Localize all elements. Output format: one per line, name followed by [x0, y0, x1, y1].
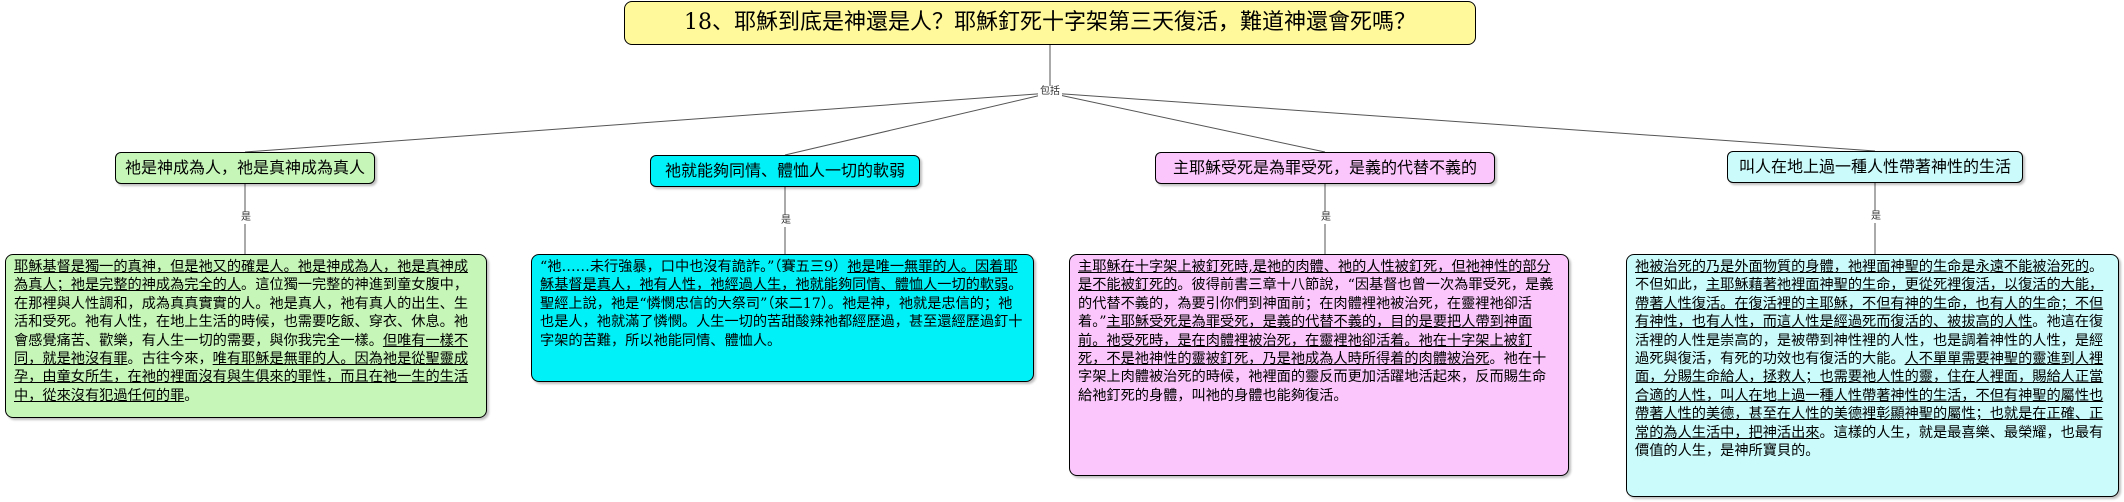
description-text-segment: “祂……未行強暴，口中也沒有詭詐。”（賽五三9） — [540, 259, 848, 275]
branch-4-connector-label: 是 — [1869, 211, 1883, 223]
description-text-segment: 祂是唯一無罪的人。因着耶穌基督是真人，祂有人性，祂經過人生，祂就能夠同情、體恤人… — [540, 259, 1018, 294]
branch-4-description: 祂被治死的乃是外面物質的身體，祂裡面神聖的生命是永遠不能被治死的。不但如此，主耶… — [1626, 254, 2119, 497]
branch-1-title: 祂是神成為人，祂是真神成為真人 — [115, 152, 375, 184]
description-text-segment: 主耶穌受死是為罪受死，是義的代替不義的，目的是要把人帶到神面前。祂受死時，是在肉… — [1078, 314, 1533, 368]
description-text-segment: 。聖經上說，祂是“憐憫忠信的大祭司”（來二17）。祂是神，祂就是忠信的；祂也是人… — [540, 277, 1023, 349]
main-question-title: 18、耶穌到底是神還是人？耶穌釘死十字架第三天復活，難道神還會死嗎？ — [624, 1, 1476, 45]
branch-2-description: “祂……未行強暴，口中也沒有詭詐。”（賽五三9）祂是唯一無罪的人。因着耶穌基督是… — [531, 254, 1034, 382]
branch-1-connector-label: 是 — [239, 212, 253, 224]
link-branch-1 — [244, 92, 1051, 153]
branch-1-description: 耶穌基督是獨一的真神，但是祂又的確是人。祂是神成為人，祂是真神成為真人；祂是完整… — [5, 254, 487, 418]
description-text-segment: 。在復活裡的主耶穌，不但有神的生命，也有人的生命；不但有神性，也有人性，而這人性… — [1635, 295, 2104, 331]
description-text-segment: 人不單單需要神聖的靈進到人裡面，分賜生命給人，拯救人；也需要祂人性的靈，住在人裡… — [1635, 351, 2104, 441]
description-text-segment: 。彼得前書三章十八節說，“因基督也曾一次為罪受死，是義的代替不義的，為要引你們到… — [1078, 277, 1554, 331]
link-branch-4 — [1049, 92, 1876, 152]
description-text-segment: 。這樣的人生，就是最喜樂、最榮耀，也最有價值的人生，是神所寶貝的。 — [1635, 424, 2104, 460]
link-branch-2 — [784, 92, 1051, 156]
description-text-segment: 主耶穌藉著祂裡面神聖的生命，更從死裡復活，以復活的大能，帶著人性復活 — [1635, 277, 2104, 312]
description-text-segment: 。 — [184, 387, 199, 404]
description-text-segment: 。古往今來， — [127, 351, 213, 368]
description-text-segment: 。這位獨一完整的神進到童女腹中，在那裡與人性調和，成為真真實實的人。祂是真人，祂… — [14, 277, 469, 349]
branch-3-title: 主耶穌受死是為罪受死，是義的代替不義的 — [1155, 152, 1495, 184]
description-text-segment: 。祂在十字架上肉體被治死的時候，祂裡面的靈反而更加活躍地活起來，反而賜生命給祂釘… — [1078, 351, 1547, 404]
branch-4-title: 叫人在地上過一種人性帶著神性的生活 — [1727, 151, 2023, 183]
description-text-segment: 祂被治死的乃是外面物質的身體，祂裡面神聖的生命是永遠不能被治死的 — [1635, 259, 2090, 275]
description-text-segment: 。祂這在復活裡的人性是崇高的，是被帶到神性裡的人性，也是調着神性的人性，是經過死… — [1635, 314, 2104, 368]
branch-2-connector-label: 是 — [779, 215, 793, 227]
branch-2-title: 祂就能夠同情、體恤人一切的軟弱 — [650, 155, 920, 187]
description-text-segment: 但唯有一樣不同，就是祂沒有罪 — [14, 332, 469, 368]
description-text-segment: 唯有耶穌是無罪的人。因為祂是從聖靈成孕，由童女所生，在祂的裡面沒有與生俱來的罪性… — [14, 351, 469, 404]
link-branch-3 — [1049, 92, 1326, 153]
description-text-segment: 耶穌基督是獨一的真神，但是祂又的確是人。祂是神成為人，祂是真神成為真人；祂是完整… — [14, 259, 469, 294]
branch-3-description: 主耶穌在十字架上被釘死時,是祂的肉體、祂的人性被釘死，但祂神性的部分是不能被釘死… — [1069, 254, 1569, 476]
description-text-segment: 。不但如此， — [1635, 259, 2104, 294]
root-connector-label: 包括 — [1038, 86, 1062, 98]
branch-3-connector-label: 是 — [1319, 212, 1333, 224]
description-text-segment: 主耶穌在十字架上被釘死時,是祂的肉體、祂的人性被釘死，但祂神性的部分是不能被釘死… — [1078, 259, 1551, 294]
